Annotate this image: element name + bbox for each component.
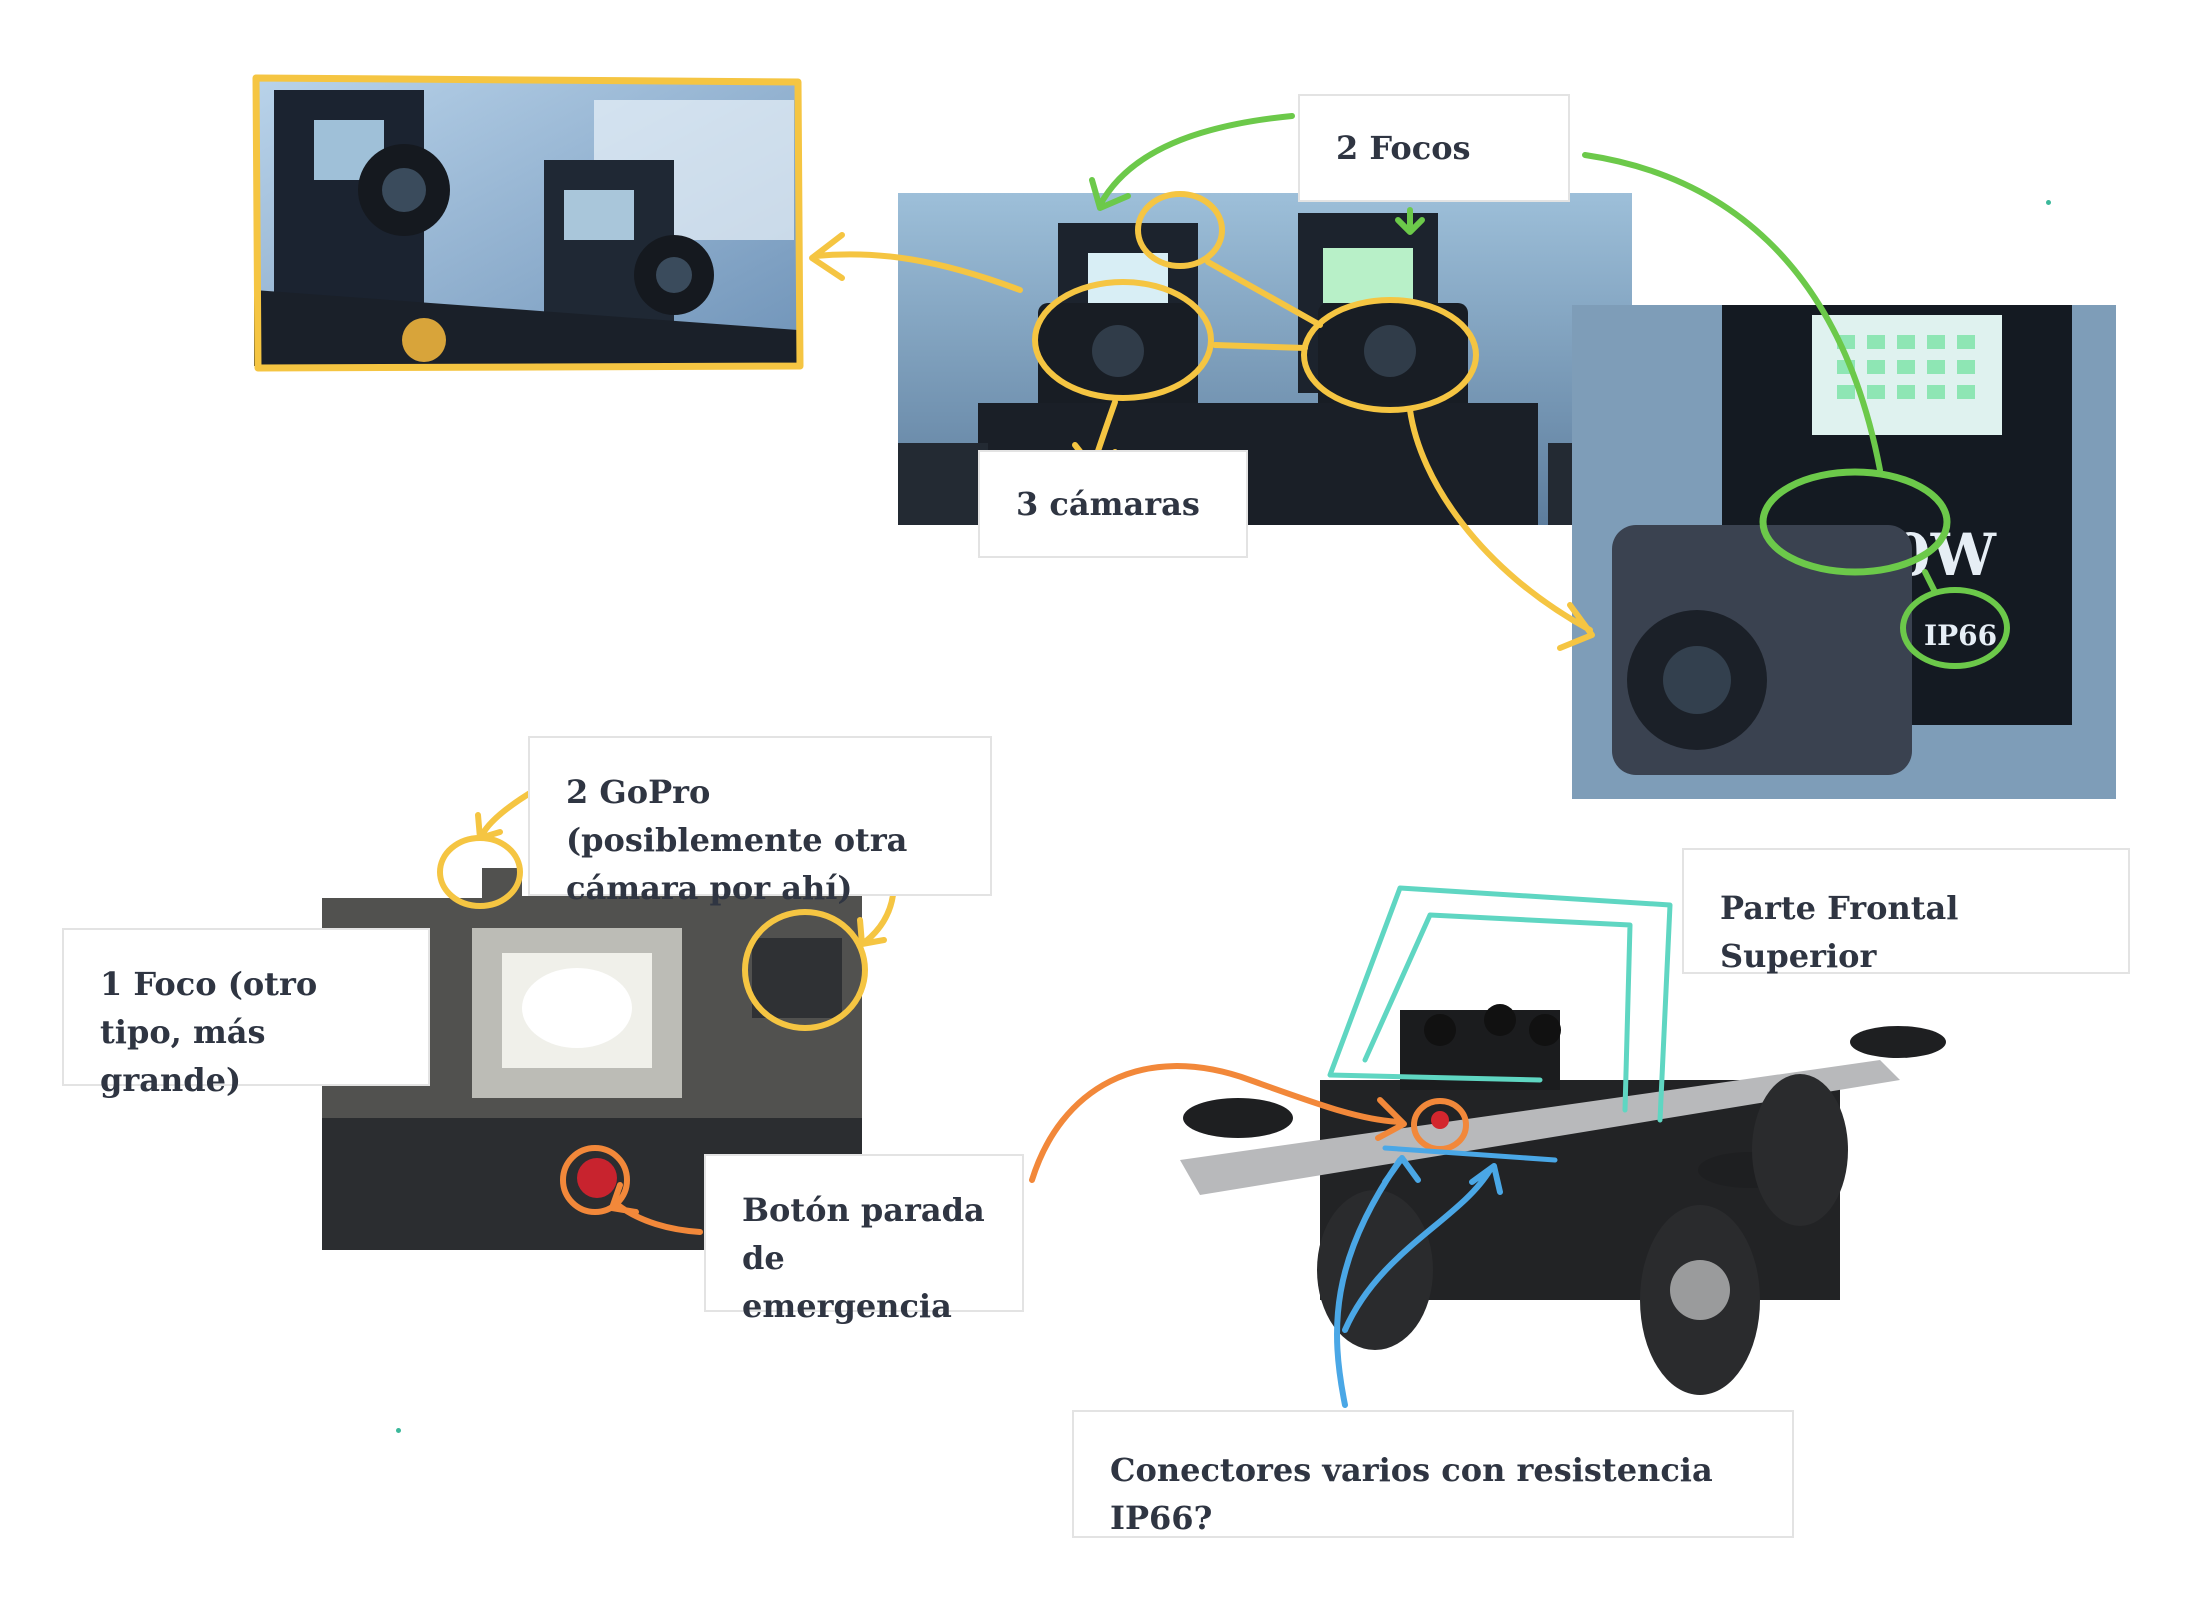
photo-spotlight-closeup: 10W IP66 <box>1572 305 2116 799</box>
label-conectores-text: Conectores varios con resistencia IP66? <box>1110 1451 1713 1537</box>
wattage-circle <box>1759 468 1951 576</box>
gopro-circle-2 <box>742 909 868 1031</box>
label-frontal: Parte Frontal Superior <box>1682 848 2130 975</box>
label-gopro: 2 GoPro (posiblemente otra cámara por ah… <box>528 736 992 907</box>
label-focos: 2 Focos <box>1298 94 1570 202</box>
arrow-focos-left <box>1089 113 1295 211</box>
label-conectores: Conectores varios con resistencia IP66? <box>1072 1410 1794 1538</box>
stray-dot <box>396 1428 401 1433</box>
label-focos-text: 2 Focos <box>1336 129 1471 167</box>
photo-robot-overview <box>1160 970 1960 1400</box>
label-camaras-text: 3 cámaras <box>1016 485 1200 523</box>
emergency-button-circle <box>560 1145 630 1215</box>
arrow-to-closeup <box>809 232 1023 293</box>
front-top-frame <box>1327 885 1673 1123</box>
photo-cameras-closeup <box>254 80 798 366</box>
label-boton: Botón parada de emergencia <box>704 1154 1024 1325</box>
camera-circle-3 <box>1301 297 1479 413</box>
label-foco-grande-text: 1 Foco (otro tipo, más grande) <box>100 965 318 1099</box>
arrow-emergency-robot <box>1029 1063 1407 1183</box>
arrow-focos-right <box>1582 152 1883 473</box>
label-foco-grande: 1 Foco (otro tipo, más grande) <box>62 928 430 1099</box>
rating-mark: IP66 <box>1924 619 1997 652</box>
connector-line <box>1382 1145 1558 1163</box>
arrow-connectors <box>1334 1155 1503 1408</box>
label-boton-text: Botón parada de emergencia <box>742 1191 985 1325</box>
camera-circle-1 <box>1032 279 1214 401</box>
rating-circle <box>1900 587 2010 669</box>
stray-dot <box>2046 200 2051 205</box>
label-frontal-text: Parte Frontal Superior <box>1720 889 1959 975</box>
label-gopro-text: 2 GoPro (posiblemente otra cámara por ah… <box>566 773 908 907</box>
camera-circle-2 <box>1135 191 1225 269</box>
label-camaras: 3 cámaras <box>978 450 1248 558</box>
closeup-highlight-frame <box>252 74 804 372</box>
gopro-circle-1 <box>437 835 523 909</box>
arrow-to-spotlight-closeup <box>1407 407 1595 651</box>
